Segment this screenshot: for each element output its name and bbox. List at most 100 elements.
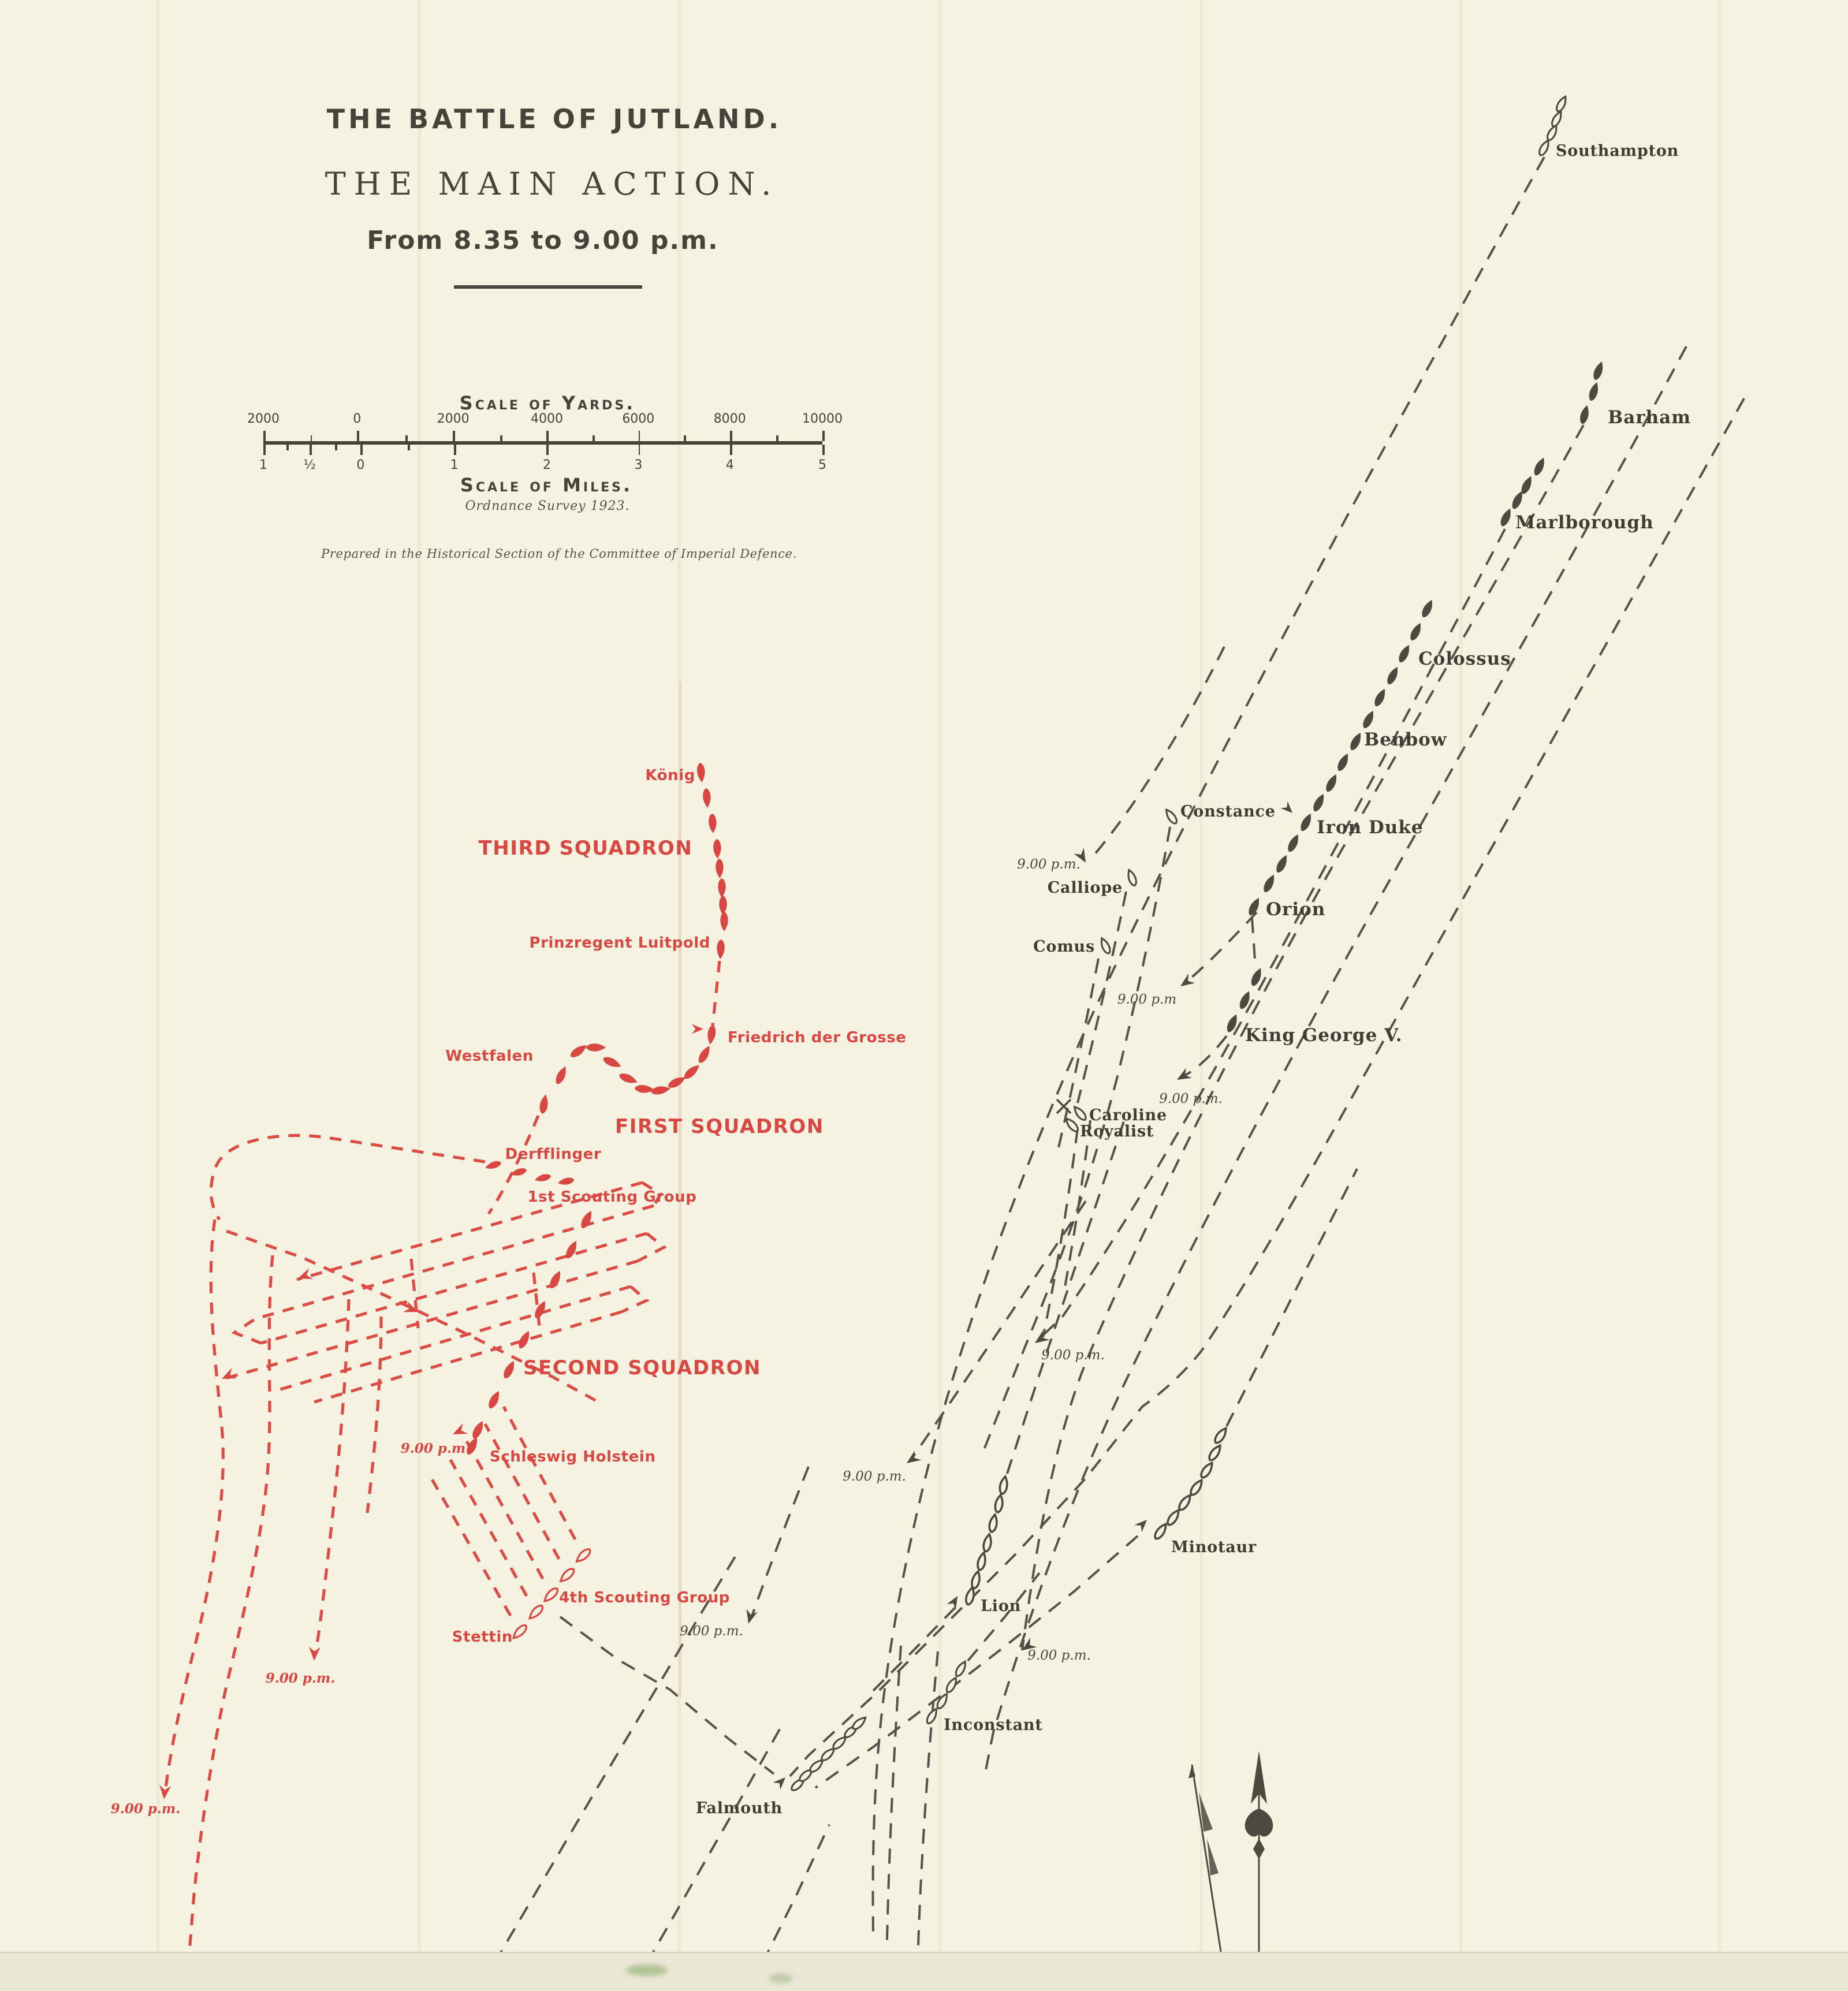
scale-tick-label: 1 [259, 457, 267, 472]
scale-tick-label: 1 [450, 457, 459, 472]
barham-ships [1578, 360, 1606, 426]
map-subtitle: THE MAIN ACTION. [325, 167, 780, 203]
title-rule [454, 285, 642, 289]
magnetic-north-arrow [1188, 1764, 1222, 1952]
track-bottom-1 [493, 1549, 740, 1964]
grid-tick-b [532, 1272, 542, 1338]
track-bottom-3 [761, 1824, 830, 1964]
scale-tick-label: 2 [542, 457, 551, 472]
marlborough-ships [1498, 456, 1548, 528]
track-kgv-below [1180, 1035, 1228, 1079]
scale-tick [822, 445, 825, 455]
grid-turn-c [620, 1285, 650, 1314]
scale-tick [286, 445, 289, 450]
track-minotaur-rear [814, 1535, 1139, 1789]
map-timespan: From 8.35 to 9.00 p.m. [367, 227, 719, 256]
first-squadron-ships [538, 1042, 713, 1114]
sg4-tail-5 [502, 1405, 577, 1541]
paper-folds [157, 0, 1722, 1990]
german-ships [464, 762, 728, 1642]
scale-tick [263, 445, 266, 455]
scale-tick [357, 431, 359, 441]
track-calliope [1090, 646, 1225, 859]
track-barham [1021, 424, 1585, 1651]
track-lion-rear [867, 1606, 956, 1697]
sg4-tail-4 [483, 1423, 561, 1560]
scale-tick [546, 445, 549, 455]
scale-ruler [263, 441, 822, 445]
green-smudge-1 [626, 1964, 668, 1976]
track-bcf-2 [917, 1651, 939, 1947]
descender-1 [163, 1219, 225, 1793]
scale-tick [593, 435, 595, 441]
track-kgv-gap [1251, 918, 1257, 968]
track-fleet-b [789, 398, 1745, 1777]
track-prinz-friedrich [711, 960, 721, 1026]
track-minotaur-ahead [1225, 1168, 1358, 1427]
scale-tick [546, 431, 549, 441]
scale-tick [263, 431, 266, 441]
scale-tick [360, 445, 363, 455]
green-smudge-2 [769, 1974, 792, 1983]
scale-tick [684, 435, 687, 441]
battle-fleet-line [1224, 598, 1436, 1034]
scale-tick-label: 3 [634, 457, 643, 472]
track-comus-b [1056, 958, 1100, 1155]
grid-1 [296, 1181, 643, 1281]
sg4-tail-2 [449, 1459, 528, 1597]
british-time-arrows [743, 848, 1195, 1656]
scale-tick [335, 445, 337, 450]
track-fleet-a [983, 346, 1687, 1779]
credit-line: Prepared in the Historical Section of th… [321, 547, 797, 561]
descender-2 [188, 1255, 274, 1952]
compass-rose [1188, 1751, 1273, 1952]
track-lion-ahead [1006, 1114, 1127, 1474]
scale-tick-label: 5 [818, 457, 826, 472]
map-title: THE BATTLE OF JUTLAND. [326, 105, 783, 135]
scale-tick-label: 2000 [437, 411, 470, 426]
grid-tick-a [409, 1258, 420, 1329]
light-cruiser-ships [924, 94, 1570, 1726]
scale-tick-label: 2000 [247, 411, 280, 426]
track-constance [983, 826, 1171, 1450]
scale-tick-label: 6000 [622, 411, 655, 426]
british-ships [773, 94, 1606, 1794]
british-tracks [493, 156, 1745, 1964]
third-squadron-ships [696, 762, 728, 960]
minotaur-ships [1134, 1425, 1230, 1542]
track-bcf-1 [886, 1645, 902, 1941]
second-squadron-ships [464, 1209, 595, 1457]
scale-tick-label: 4 [725, 457, 734, 472]
track-comus-a [1076, 891, 1127, 1103]
descender-3 [314, 1299, 351, 1656]
track-1sg-return [226, 1229, 602, 1405]
grid-3 [260, 1232, 647, 1345]
scale-miles-title: Scale of Miles. [460, 474, 633, 496]
grid-2 [231, 1204, 654, 1345]
sg4-tail-1 [430, 1478, 512, 1617]
scale-tick [638, 431, 640, 441]
track-inconstant-ahead [967, 1572, 1041, 1662]
sg4-tail-3 [465, 1440, 545, 1580]
scale-tick [776, 435, 778, 441]
scale-yards-title: Scale of Yards. [459, 392, 636, 414]
scale-tick-label: 0 [353, 411, 362, 426]
friedrich-der-grosse-ship [691, 1024, 717, 1045]
position-x-mark [1056, 1098, 1072, 1114]
scale-tick-label: ½ [303, 457, 316, 472]
track-to-9pm6 [750, 1466, 810, 1620]
scale-tick-label: 10000 [802, 411, 843, 426]
first-scouting-group-ships [484, 1159, 575, 1187]
scale-tick-label: 0 [356, 457, 365, 472]
paper-bottom-edge [0, 1952, 1848, 1991]
scale-tick [453, 431, 456, 441]
track-to-9pm5 [911, 1200, 1087, 1459]
track-falmouth-west [559, 1616, 775, 1775]
descender-4 [366, 1316, 383, 1513]
track-southampton [871, 156, 1545, 1935]
scale-tick [310, 445, 312, 455]
scale-tick-label: 4000 [530, 411, 563, 426]
scale-tick [729, 445, 732, 455]
